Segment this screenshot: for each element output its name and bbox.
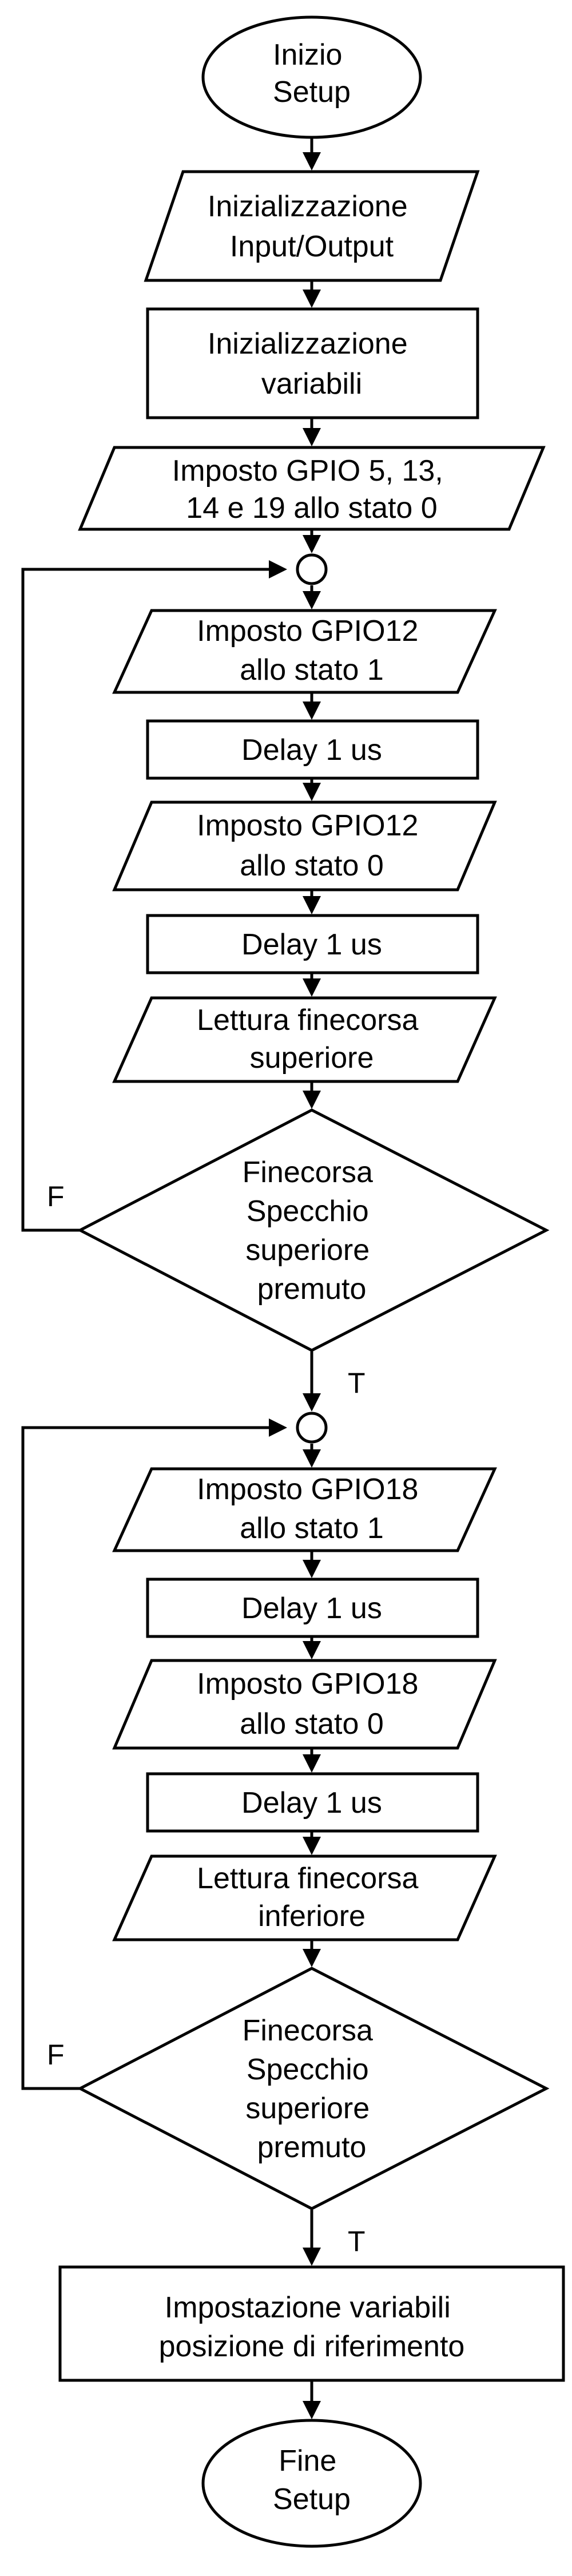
delay-3-label: Delay 1 us [241,1592,382,1625]
arrowhead [303,1949,321,1967]
loop-junction-upper [296,553,328,585]
arrowheads [269,152,321,2419]
delay-2-label: Delay 1 us [241,928,382,961]
set-ref-label: Impostazione variabili posizione di rife… [159,2291,465,2363]
end-label: Fine Setup [273,2444,351,2516]
arrowhead [303,152,321,171]
arrowhead [303,1091,321,1109]
arrowhead [303,1449,321,1468]
delay-4-label: Delay 1 us [241,1786,382,1820]
arrowhead [303,1393,321,1412]
upper-true-label: T [348,1367,366,1399]
arrowhead [303,535,321,553]
edge-upper-false-loop [21,568,276,1232]
arrowhead [303,1837,321,1855]
delay-3-shape [146,1578,479,1638]
arrowhead [303,783,321,801]
set-ref-shape [58,2265,565,2382]
lower-false-label: F [47,2039,65,2071]
init-io-shape [144,170,480,282]
gpio12-on-shape [112,609,497,694]
gpio18-off-label: Imposto GPIO18 allo stato 0 [197,1667,427,1741]
gpio18-on-shape [112,1467,497,1552]
arrowhead [269,560,287,578]
delay-1-shape [146,719,479,780]
init-vars-label: Inizializzazione variabili [208,327,416,401]
decision-lower-label: Finecorsa Specchio superiore premuto [243,2014,382,2164]
set-gpio-shape [78,446,546,531]
arrowhead [269,1418,287,1437]
decision-lower-shape [77,1967,550,2210]
arrowhead [303,428,321,446]
arrowhead [303,978,321,997]
upper-false-label: F [47,1180,65,1212]
read-lower-shape [112,1854,497,1941]
arrowhead [303,702,321,720]
arrowhead [303,1560,321,1578]
arrowhead [303,1641,321,1659]
edge-lower-false-loop [21,1426,276,2090]
loop-junction-lower [296,1412,328,1444]
arrowhead [303,1754,321,1773]
gpio12-on-label: Imposto GPIO12 allo stato 1 [197,615,427,687]
start-label: Inizio Setup [273,38,351,109]
init-io-label: Inizializzazione Input/Output [208,190,416,263]
delay-1-label: Delay 1 us [241,734,382,767]
lower-true-label: T [348,2225,366,2257]
gpio18-off-shape [112,1659,497,1750]
delay-4-shape [146,1772,479,1833]
gpio12-off-label: Imposto GPIO12 allo stato 0 [197,809,427,882]
arrowhead [303,896,321,914]
read-upper-label: Lettura finecorsa superiore [197,1004,427,1075]
init-vars-shape [146,307,479,419]
decision-upper-label: Finecorsa Specchio superiore premuto [243,1156,382,1306]
read-upper-shape [112,996,497,1083]
start-terminator [201,15,422,139]
set-gpio-label: Imposto GPIO 5, 13, 14 e 19 allo stato 0 [172,454,451,525]
arrowhead [303,2248,321,2266]
gpio18-on-label: Imposto GPIO18 allo stato 1 [197,1473,427,1545]
arrowhead [303,290,321,308]
decision-upper-shape [77,1108,550,1352]
arrowhead [303,2401,321,2419]
read-lower-label: Lettura finecorsa inferiore [197,1862,427,1933]
gpio12-off-shape [112,800,497,891]
end-terminator [201,2419,422,2548]
delay-2-shape [146,914,479,974]
arrowhead [303,591,321,609]
